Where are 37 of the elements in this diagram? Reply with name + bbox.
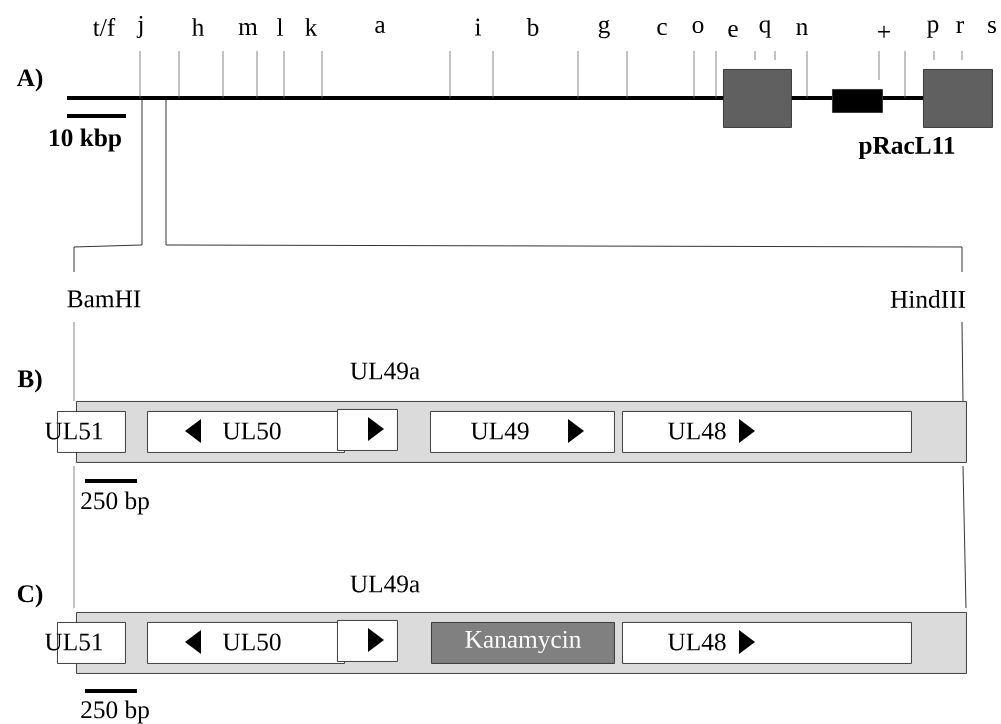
fragment-letter: s: [988, 20, 996, 34]
fragment-letter: h: [191, 18, 204, 36]
gene-block: [923, 69, 993, 128]
fragment-letter: t/f: [93, 17, 116, 37]
fragment-letter: m: [238, 23, 258, 35]
gene-box: UL49: [430, 411, 615, 453]
fragment-letter: n: [796, 23, 808, 35]
fragment-letter: i: [475, 18, 482, 36]
fragment-letter: c: [657, 22, 667, 36]
gene-block: [723, 69, 792, 128]
fragment-letter: r: [956, 21, 964, 33]
gene-box: UL48: [622, 411, 912, 453]
cassette-box: Kanamycin: [431, 622, 615, 664]
panel-label: A): [16, 68, 43, 92]
scale-label: 250 bp: [81, 491, 149, 515]
fragment-letter: k: [305, 18, 318, 36]
fragment-letter: +: [878, 25, 890, 38]
site-label: BamHI: [67, 290, 141, 308]
node-label: UL49a: [350, 362, 420, 380]
fragment-letter: o: [692, 20, 704, 34]
fragment-letter: b: [526, 18, 539, 36]
fragment-letter: g: [598, 19, 610, 39]
scale-label: 10 kbp: [50, 128, 121, 152]
fragment-letter: j: [136, 15, 143, 39]
site-label: HindIII: [890, 290, 966, 308]
fragment-letter: l: [277, 18, 283, 36]
node-label: pRacL11: [858, 136, 955, 160]
fragment-letter: q: [759, 20, 771, 38]
scale-label: 250 bp: [81, 700, 149, 724]
fragment-letter: a: [375, 20, 386, 34]
panel-label: C): [17, 584, 43, 608]
gene-box: UL48: [622, 622, 912, 664]
fragment-letter: p: [927, 20, 939, 38]
plasmid-block: pRacL11: [832, 89, 955, 160]
panel-label: B): [17, 369, 42, 393]
fragment-letter: e: [728, 24, 738, 38]
node-label: UL49a: [350, 575, 420, 593]
